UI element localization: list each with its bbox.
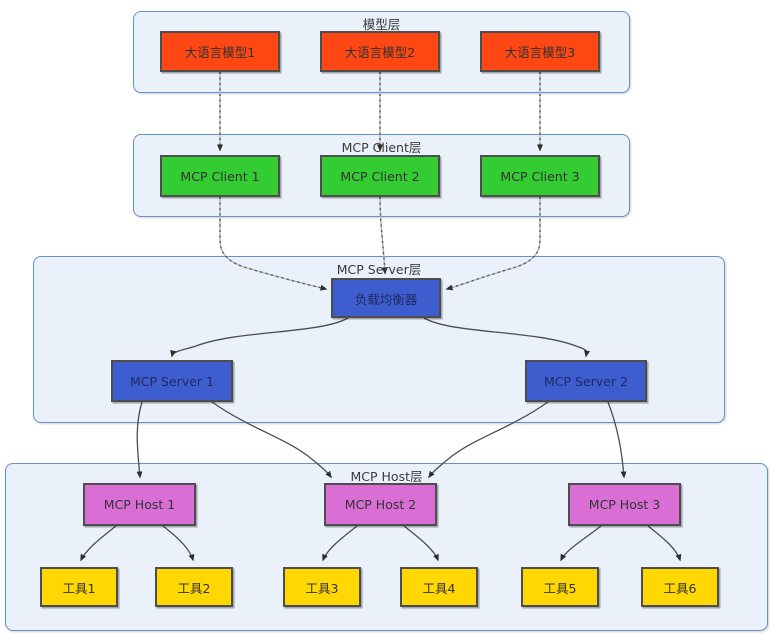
node-label: 大语言模型3 [504,45,576,60]
node-label: MCP Host 2 [344,497,417,512]
node-label: 大语言模型1 [184,45,256,60]
edge-host3-tool6 [647,525,682,562]
node-tool5[interactable]: 工具5 [521,567,599,607]
node-label: 大语言模型2 [344,45,416,60]
node-host1[interactable]: MCP Host 1 [83,483,196,526]
node-llm2[interactable]: 大语言模型2 [320,31,440,72]
node-label: 工具2 [177,580,211,596]
edge-server1-host1 [136,401,143,479]
node-label: MCP Client 1 [180,168,260,184]
node-server1[interactable]: MCP Server 1 [111,360,233,402]
node-label: 工具5 [543,580,577,596]
edge-host1-tool2 [162,525,195,562]
node-label: MCP Server 1 [130,373,214,389]
node-lb[interactable]: 负载均衡器 [331,278,441,318]
node-label: MCP Client 2 [340,168,420,184]
node-server2[interactable]: MCP Server 2 [525,360,647,402]
edge-client2-lb-base [379,196,386,274]
node-tool6[interactable]: 工具6 [641,567,719,607]
edge-host2-tool4 [403,525,439,562]
node-label: MCP Client 3 [500,168,580,184]
edge-lb-server2 [423,317,591,358]
edge-host1-tool1 [80,525,117,562]
node-host2[interactable]: MCP Host 2 [324,483,437,526]
edge-client3-lb-base [446,197,541,290]
node-label: MCP Host 1 [103,497,176,512]
edge-lb-server1 [170,317,349,358]
node-llm3[interactable]: 大语言模型3 [480,31,600,72]
edge-client3-lb [445,197,541,291]
edge-client1-lb-base [219,197,327,290]
node-tool3[interactable]: 工具3 [283,567,361,607]
edge-server1-host2 [211,401,332,479]
edge-server2-host3 [607,401,627,479]
node-client3[interactable]: MCP Client 3 [480,155,600,197]
node-label: 工具4 [422,580,456,596]
node-llm1[interactable]: 大语言模型1 [160,31,280,72]
node-tool2[interactable]: 工具2 [155,567,233,607]
node-label: MCP Server 2 [544,373,628,389]
node-client2[interactable]: MCP Client 2 [320,155,440,197]
node-tool4[interactable]: 工具4 [400,567,478,607]
node-tool1[interactable]: 工具1 [40,567,118,607]
node-label: 工具1 [62,580,96,596]
node-label: 工具3 [305,580,339,596]
edge-host3-tool5 [560,525,602,562]
node-label: 工具6 [663,580,697,596]
node-host3[interactable]: MCP Host 3 [568,483,681,526]
node-client1[interactable]: MCP Client 1 [160,155,280,197]
node-label: MCP Host 3 [588,497,661,512]
node-label: 负载均衡器 [354,291,418,307]
edge-server2-host2 [428,401,549,479]
edge-host2-tool3 [322,525,358,562]
